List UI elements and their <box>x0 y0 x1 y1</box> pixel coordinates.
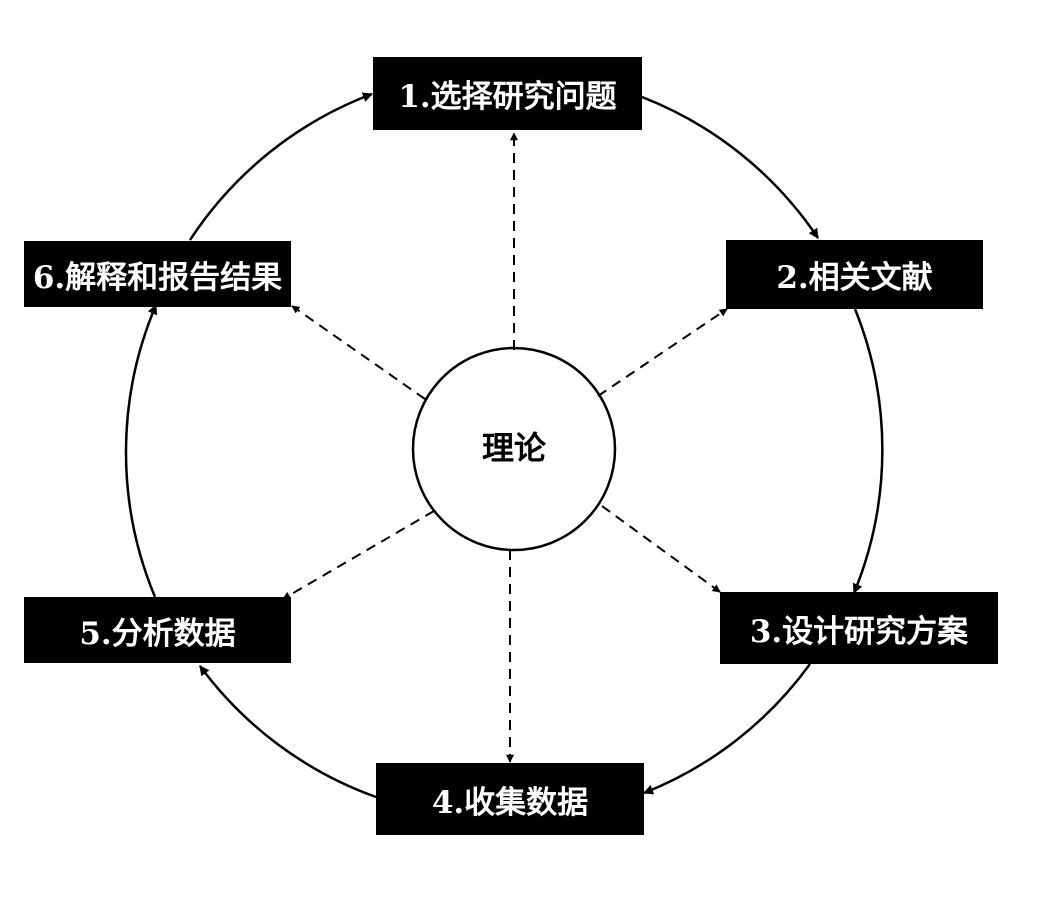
step-1-label: 1.选择研究问题 <box>398 79 617 115</box>
step-1-box: 1.选择研究问题 <box>373 57 642 130</box>
step-3-box: 3.设计研究方案 <box>720 592 998 664</box>
step-2-label: 2.相关文献 <box>776 260 933 296</box>
theory-to-step-2-arrow <box>597 308 728 397</box>
cycle-arrow-4-to-5 <box>198 665 377 799</box>
theory-to-step-3-arrow <box>601 505 721 593</box>
theory-label: 理论 <box>481 429 546 467</box>
cycle-arrow-2-to-3 <box>852 308 884 594</box>
cycle-arrow-5-to-6 <box>124 304 158 598</box>
step-5-label: 5.分析数据 <box>79 615 236 652</box>
step-4-box: 4.收集数据 <box>376 763 644 835</box>
cycle-arrow-6-to-1 <box>188 92 373 241</box>
theory-to-step-5-arrow <box>282 510 435 600</box>
cycle-arrow-1-to-2 <box>641 95 820 239</box>
step-6-label: 6.解释和报告结果 <box>32 259 283 296</box>
step-6-box: 6.解释和报告结果 <box>24 241 291 307</box>
step-3-label: 3.设计研究方案 <box>749 613 969 650</box>
theory-to-step-6-arrow <box>291 305 426 400</box>
step-5-box: 5.分析数据 <box>24 597 291 663</box>
step-2-box: 2.相关文献 <box>726 240 983 309</box>
cycle-arrow-3-to-4 <box>643 663 812 795</box>
step-4-label: 4.收集数据 <box>431 784 589 821</box>
